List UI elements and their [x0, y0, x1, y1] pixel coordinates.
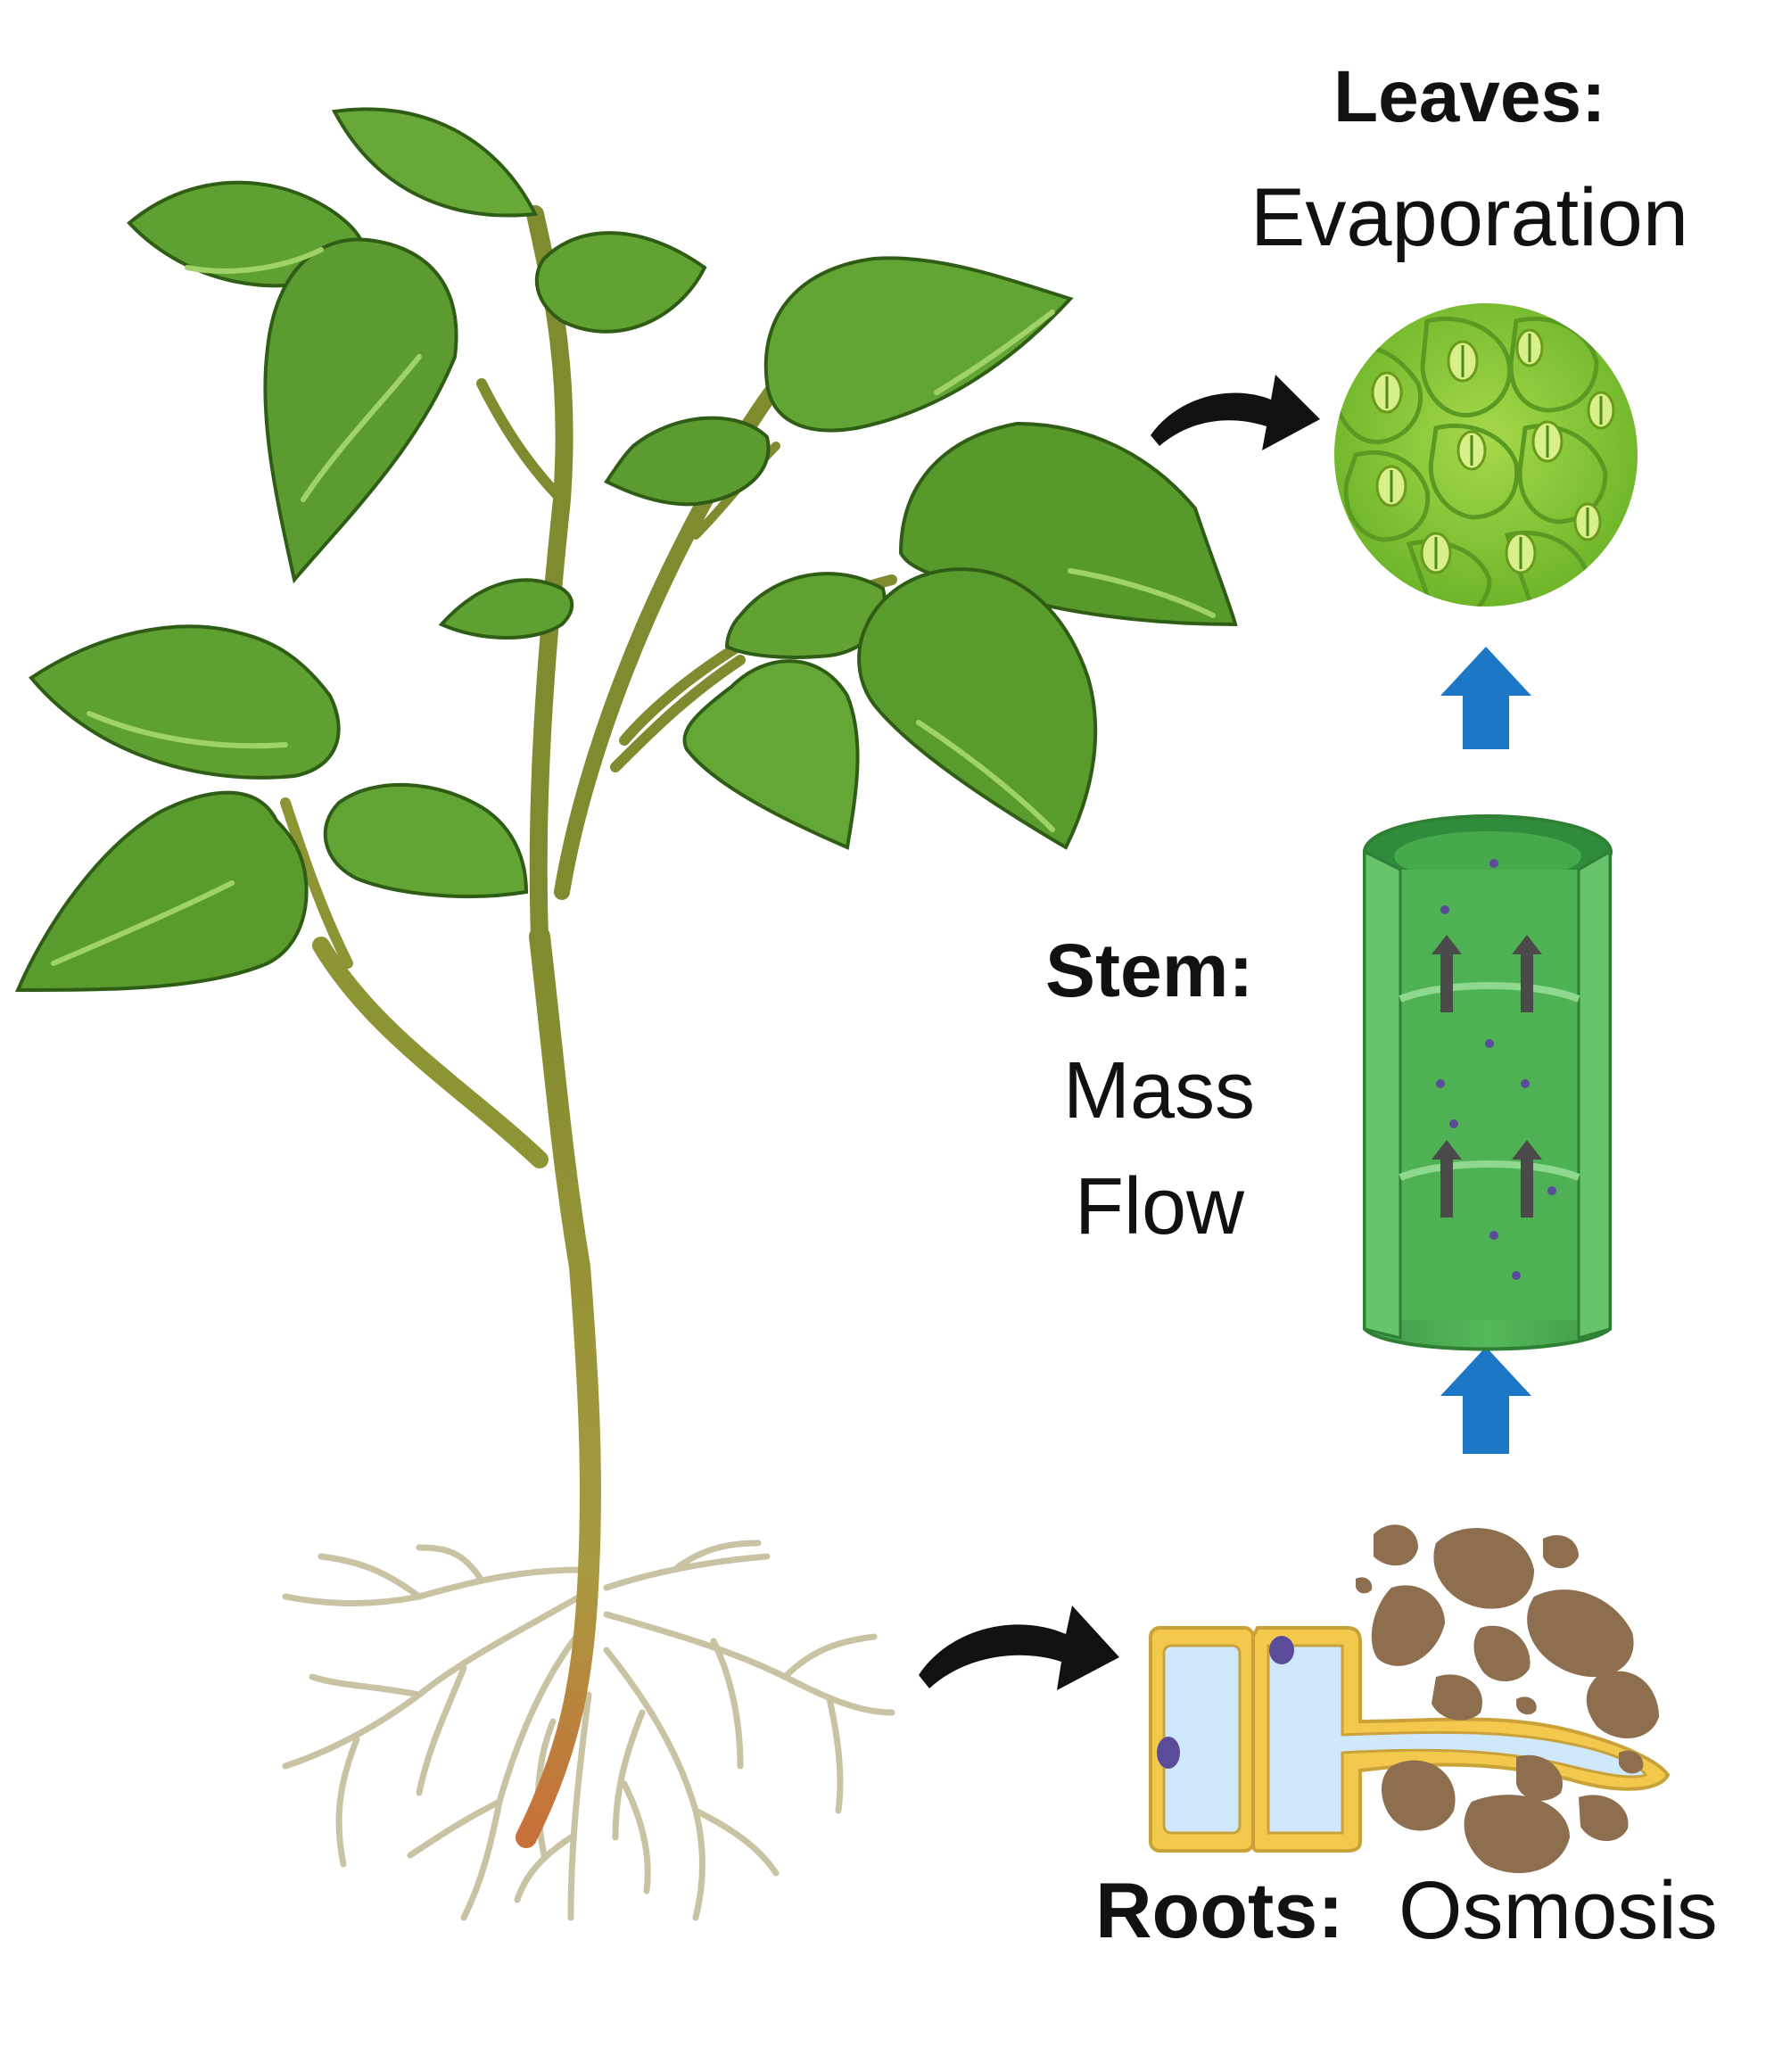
leaf [604, 416, 771, 507]
xylem-vessel [1363, 814, 1613, 1351]
leaf [14, 790, 309, 993]
soil-particles [1356, 1524, 1659, 1873]
leaf [323, 782, 529, 898]
flow-arrow-stem-to-leaves [1440, 647, 1531, 749]
roots-process-label: Osmosis [1399, 1865, 1718, 1956]
roots-label: Roots: [1095, 1866, 1344, 1954]
arrow-plant-to-leaf-cells [1151, 375, 1320, 450]
arrow-roots-to-root-cells [919, 1606, 1119, 1690]
leaves-process-label: Evaporation [1250, 172, 1688, 263]
leaf [534, 231, 707, 334]
leaf [263, 237, 458, 584]
leaf [724, 572, 887, 659]
leaf [438, 578, 574, 640]
stem-process-label-line1: Mass [1063, 1046, 1256, 1135]
plant-leaves [14, 107, 1238, 993]
plant-illustration [14, 107, 1238, 1921]
stem-process-label-line2: Flow [1075, 1162, 1245, 1251]
leaf [763, 256, 1074, 433]
plant-roots [282, 1540, 895, 1921]
leaf [29, 624, 341, 780]
leaf-cell-magnification [1334, 303, 1638, 607]
leaf [331, 107, 539, 218]
root-hair-cells [1149, 1524, 1671, 1873]
leaves-label: Leaves: [1333, 56, 1606, 137]
stem-label: Stem: [1045, 929, 1254, 1012]
leaf [682, 659, 860, 850]
leaf [857, 567, 1098, 850]
flow-arrow-roots-to-stem [1440, 1347, 1531, 1454]
